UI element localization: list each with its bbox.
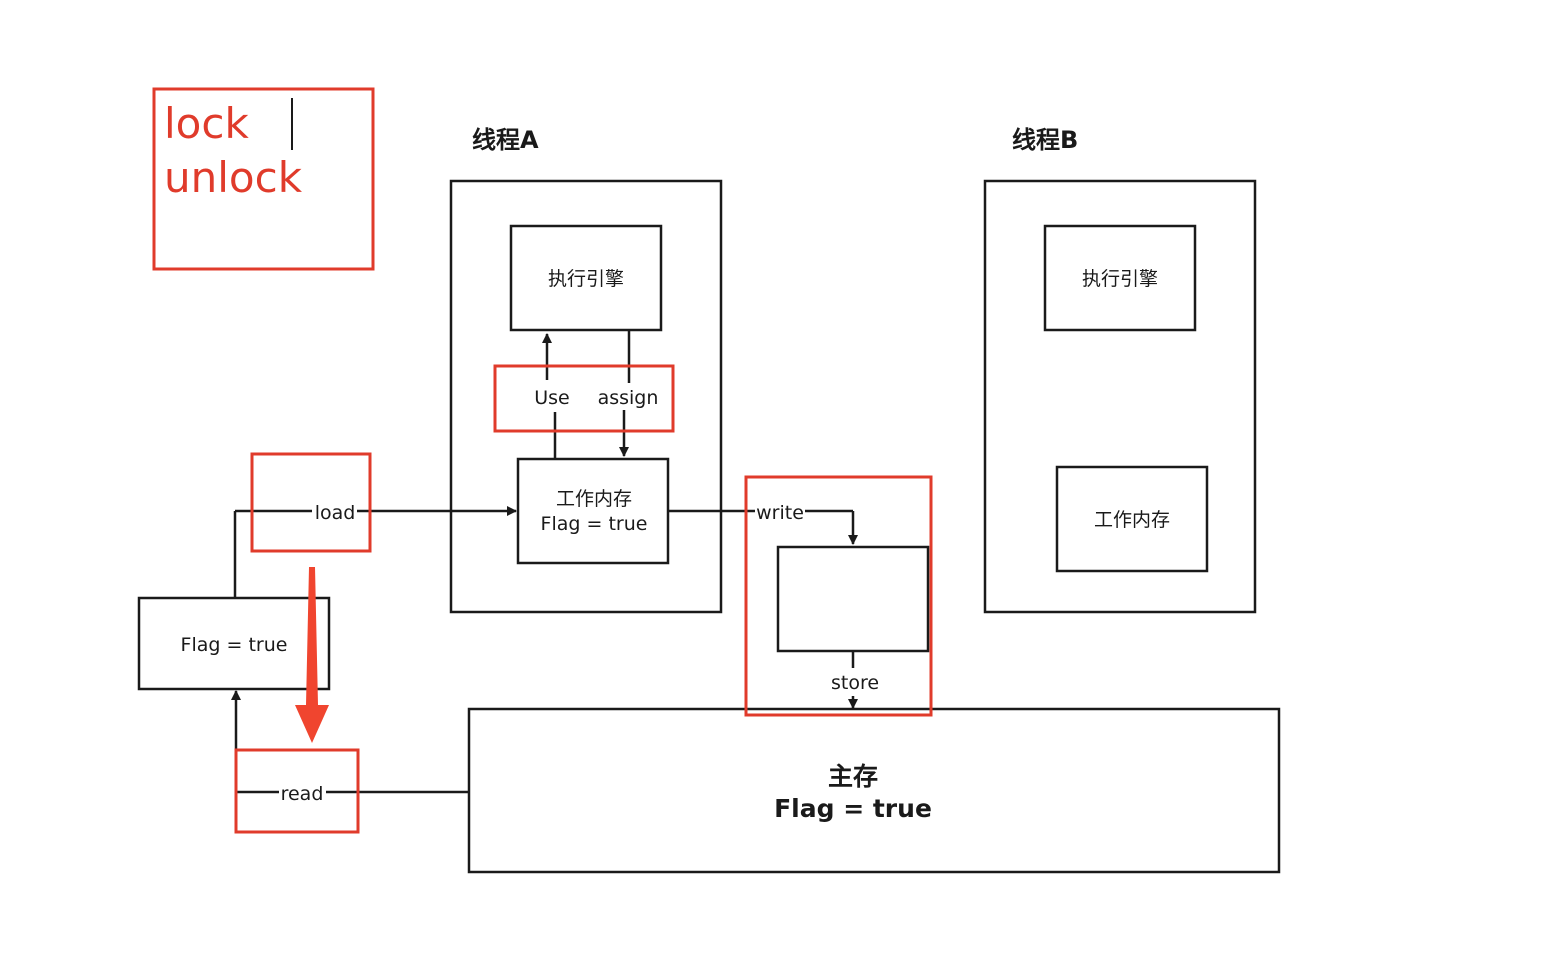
main-memory-box [467,707,1281,874]
use-assign-highlight [493,364,675,433]
thread-b-engine-label: 执行引擎 [1082,268,1158,290]
thread-a-memory-title: 工作内存 [556,488,632,510]
main-memory-value: Flag = true [774,794,932,823]
buffer-value: Flag = true [181,634,288,656]
thread-a-box [449,179,723,614]
load-label: load [315,502,356,524]
write-store-highlight [744,475,933,717]
thread-a-engine-label: 执行引擎 [548,268,624,290]
write-buffer-box [776,545,930,653]
load-highlight [250,452,372,553]
assign-label: assign [598,387,659,409]
read-highlight [234,748,360,834]
read-label: read [281,783,324,805]
thread-b-memory-title: 工作内存 [1094,509,1170,531]
thread-a-memory-box [516,457,670,565]
thread-b-engine-box [1043,224,1197,332]
lock-label: lock [164,99,249,148]
red-down-arrow [295,567,329,743]
thread-b-title: 线程B [1012,126,1078,154]
use-label: Use [534,387,570,409]
thread-b-box [983,179,1257,614]
thread-a-title: 线程A [472,126,539,154]
thread-b-memory-box [1055,465,1209,573]
thread-a-engine-box [509,224,663,332]
lock-annotation-box [152,87,375,271]
store-label: store [831,672,879,694]
unlock-label: unlock [164,153,303,202]
thread-a-memory-value: Flag = true [541,513,648,535]
buffer-box [137,596,331,691]
main-memory-title: 主存 [828,762,878,791]
write-label: write [756,502,804,524]
